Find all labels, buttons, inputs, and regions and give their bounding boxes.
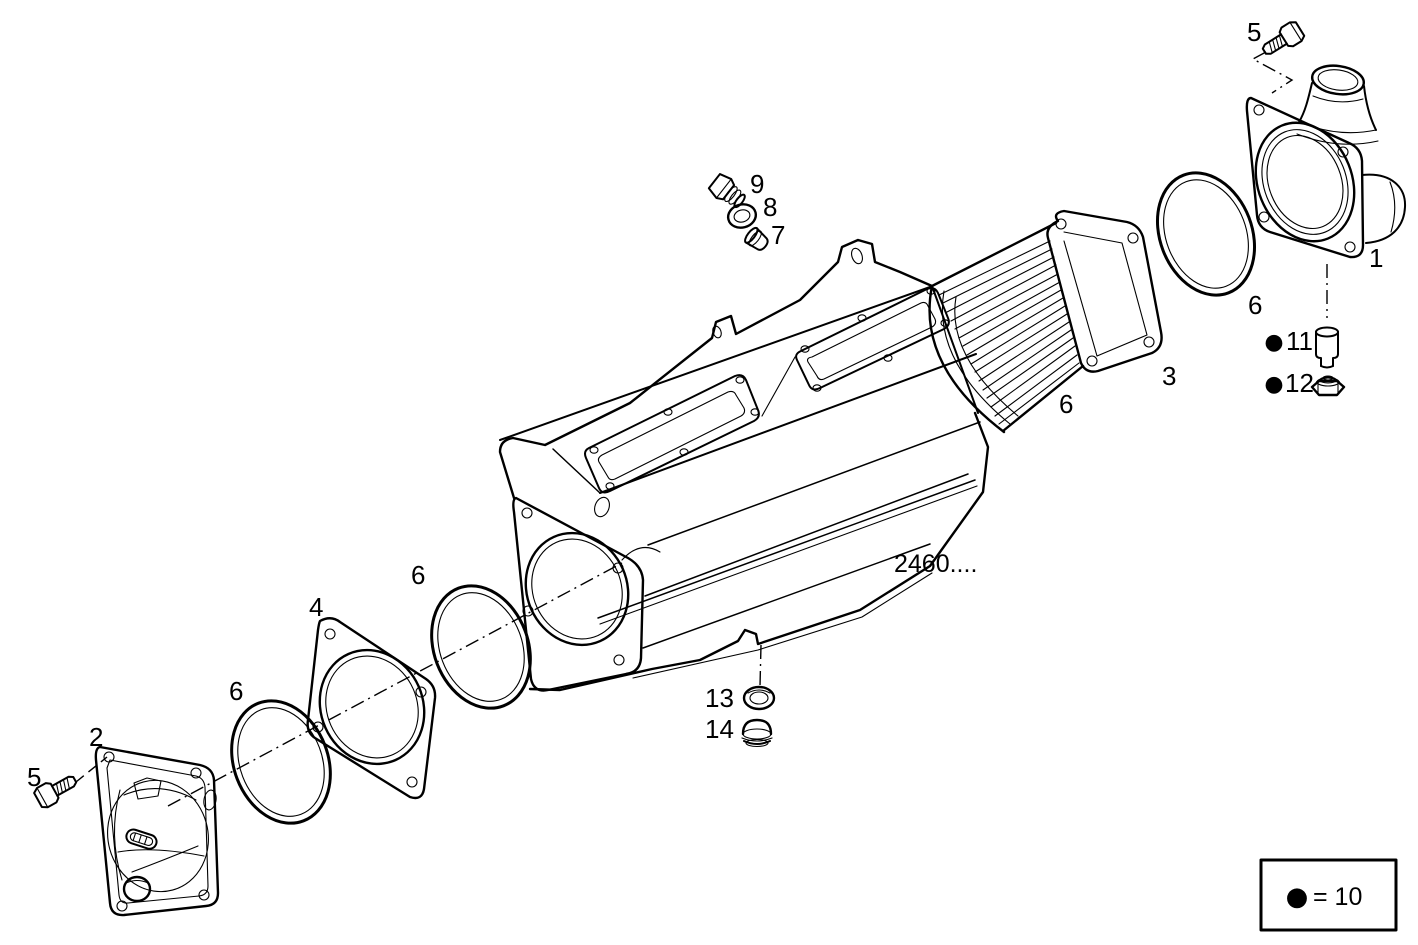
- housing-port-right: [795, 287, 950, 392]
- quantity-bullet-icon: ●: [1264, 372, 1283, 397]
- brand-badge: [125, 828, 158, 850]
- end-cover-2: [94, 745, 220, 917]
- callout-part-14: 14: [705, 714, 734, 744]
- assembly-axis-lines: [75, 51, 1328, 807]
- callout-part-13: 13: [705, 683, 734, 713]
- callout-part-12: 12: [1285, 368, 1314, 398]
- housing-port-left: [584, 374, 760, 494]
- callout-part-2: 2: [89, 722, 103, 752]
- callout-part-6-lower-left: 6: [229, 676, 243, 706]
- o-ring-top-right: [1155, 171, 1257, 297]
- plug-14: [741, 718, 773, 748]
- drawing-code-label: 2460....: [894, 550, 977, 578]
- callout-part-9: 9: [750, 169, 764, 199]
- callout-part-5-lower: 5: [27, 762, 41, 792]
- o-ring-center: [430, 584, 532, 710]
- callout-part-5-upper: 5: [1247, 17, 1261, 47]
- legend-box: ● = 10: [1259, 858, 1398, 932]
- mounting-bolt-top: [1257, 18, 1307, 62]
- callout-part-6-top-right: 6: [1248, 290, 1262, 320]
- callout-part-1: 1: [1369, 243, 1383, 273]
- legend-bullet-icon: ●: [1286, 882, 1309, 912]
- core-fins: [938, 240, 1080, 425]
- callout-labels: 5 1 6 ● 11 ● 12 3 6 9 8 7 2460.... 13 14…: [27, 17, 1383, 792]
- callout-part-6-center: 6: [411, 560, 425, 590]
- core-flange: [1046, 209, 1163, 373]
- plug-cap-11: [1315, 326, 1339, 369]
- callout-part-6-core-end: 6: [1059, 389, 1073, 419]
- plug-9: [707, 173, 746, 209]
- cover-boss: [122, 875, 152, 903]
- legend-value-label: = 10: [1313, 883, 1362, 911]
- outlet-cover: [1245, 64, 1407, 259]
- callout-part-4: 4: [309, 592, 323, 622]
- heat-exchanger-core: [928, 209, 1163, 434]
- quantity-bullet-icon: ●: [1264, 330, 1283, 355]
- outlet-cover-side-port: [1361, 173, 1407, 244]
- flat-gasket-4: [306, 617, 437, 800]
- outlet-cover-neck: [1296, 64, 1379, 145]
- housing-flange: [512, 496, 645, 692]
- callout-part-8: 8: [763, 192, 777, 222]
- seal-washer-8: [726, 203, 758, 229]
- callout-part-7: 7: [771, 220, 785, 250]
- callout-part-11: 11: [1286, 326, 1313, 356]
- housing-body: [498, 238, 990, 692]
- seal-ring-13: [742, 685, 776, 711]
- callout-part-3: 3: [1162, 361, 1176, 391]
- o-ring-bottom-left: [230, 699, 332, 825]
- plug-7: [744, 226, 769, 251]
- plug-nut-12: [1310, 375, 1346, 397]
